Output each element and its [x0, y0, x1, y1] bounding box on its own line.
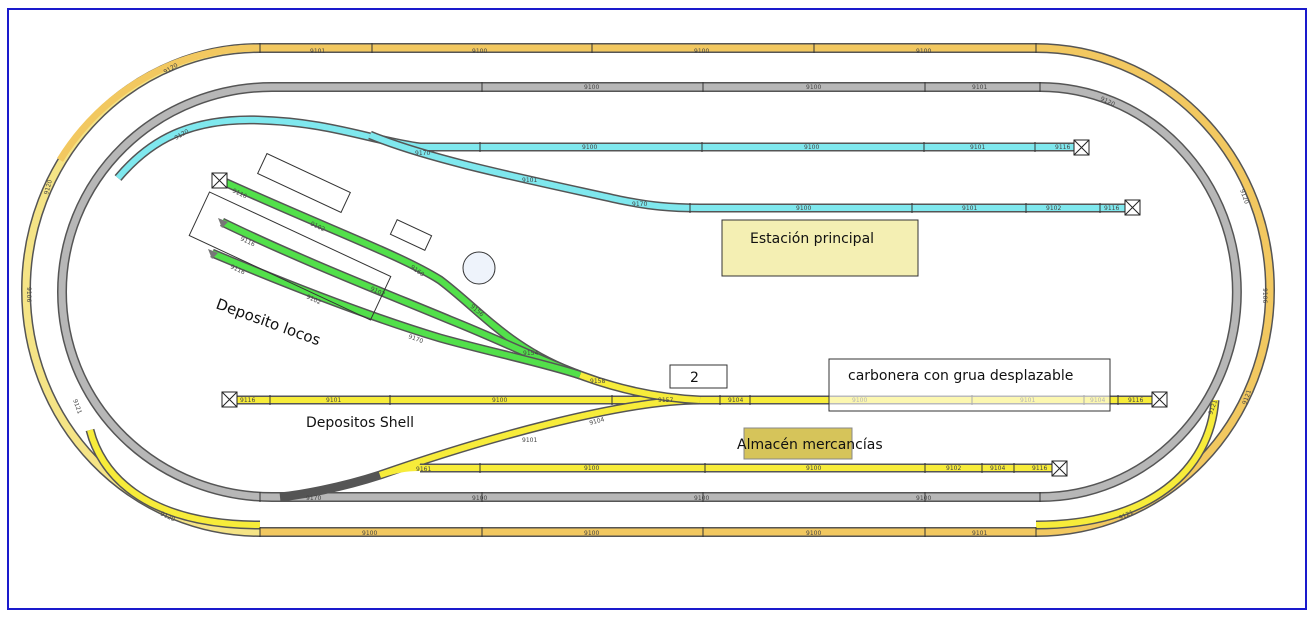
arrow-icon — [218, 218, 228, 228]
svg-text:9100: 9100 — [584, 84, 599, 91]
svg-text:9106: 9106 — [1261, 288, 1268, 303]
svg-text:9101: 9101 — [522, 437, 537, 444]
segment-joints — [259, 43, 1119, 537]
svg-text:9101: 9101 — [326, 397, 341, 404]
svg-text:9170: 9170 — [632, 201, 647, 208]
svg-text:9102: 9102 — [1046, 205, 1061, 212]
svg-text:9116: 9116 — [1128, 397, 1143, 404]
buffer-stop-icon — [1051, 460, 1068, 477]
depot-green-tracks[interactable] — [210, 175, 582, 380]
svg-text:9106: 9106 — [25, 287, 32, 302]
svg-text:9100: 9100 — [362, 530, 377, 537]
arrow-icon — [208, 249, 218, 259]
depot-shed-outline — [188, 191, 392, 321]
buffer-stop-icon — [1151, 391, 1168, 408]
svg-text:9104: 9104 — [990, 465, 1005, 472]
outer-inner-curves[interactable] — [85, 399, 1220, 530]
svg-text:9100: 9100 — [804, 144, 819, 151]
svg-text:9100: 9100 — [492, 397, 507, 404]
station-cyan-tracks[interactable] — [114, 115, 1125, 213]
svg-text:9116: 9116 — [240, 397, 255, 404]
svg-text:9170: 9170 — [407, 333, 424, 345]
svg-text:2: 2 — [690, 370, 699, 386]
marker-box: 2 — [669, 364, 728, 389]
svg-text:9116: 9116 — [1032, 465, 1047, 472]
almacen-label-box: Almacén mercancías — [737, 427, 883, 460]
depot-small-building — [389, 219, 433, 251]
structures — [188, 152, 496, 321]
svg-text:9100: 9100 — [806, 465, 821, 472]
inner-loop-track[interactable] — [57, 82, 1242, 502]
buffer-stop-icon — [221, 391, 238, 408]
carbonera-label-box: carbonera con grua desplazable — [828, 358, 1111, 412]
svg-text:9101: 9101 — [962, 205, 977, 212]
buffer-stop-icon — [211, 172, 228, 189]
svg-text:9120: 9120 — [43, 179, 54, 196]
svg-text:9100: 9100 — [806, 530, 821, 537]
svg-text:9170: 9170 — [415, 150, 430, 157]
svg-text:9104: 9104 — [589, 416, 606, 427]
svg-text:9100: 9100 — [796, 205, 811, 212]
water-tank — [462, 251, 496, 285]
svg-text:Almacén mercancías: Almacén mercancías — [737, 437, 883, 453]
depot-building — [256, 152, 352, 214]
svg-text:9100: 9100 — [584, 530, 599, 537]
svg-text:9154: 9154 — [523, 350, 538, 357]
svg-text:9100: 9100 — [584, 465, 599, 472]
svg-text:9100: 9100 — [694, 48, 709, 55]
svg-text:9101: 9101 — [972, 84, 987, 91]
svg-text:9100: 9100 — [582, 144, 597, 151]
station-label-box: Estación principal — [721, 219, 919, 277]
svg-text:9101: 9101 — [522, 177, 537, 184]
depositos-shell-label: Depositos Shell — [306, 415, 414, 431]
svg-text:9100: 9100 — [472, 48, 487, 55]
buffer-stop-icon — [1124, 199, 1141, 216]
yard-main-line[interactable] — [230, 370, 1160, 502]
svg-text:9100: 9100 — [916, 495, 931, 502]
svg-text:Estación principal: Estación principal — [750, 231, 874, 247]
svg-text:9121: 9121 — [1241, 389, 1253, 406]
svg-text:9116: 9116 — [1104, 205, 1119, 212]
svg-text:9100: 9100 — [472, 495, 487, 502]
plan-border — [7, 8, 1307, 610]
svg-text:9161: 9161 — [416, 466, 431, 473]
svg-text:9104: 9104 — [728, 397, 743, 404]
svg-text:9121: 9121 — [71, 398, 83, 415]
buffer-stops — [208, 139, 1168, 477]
svg-text:9100: 9100 — [916, 48, 931, 55]
svg-text:9158: 9158 — [590, 378, 605, 385]
svg-text:9101: 9101 — [970, 144, 985, 151]
svg-text:9100: 9100 — [694, 495, 709, 502]
svg-text:9100: 9100 — [806, 84, 821, 91]
buffer-stop-icon — [1073, 139, 1090, 156]
svg-text:9121: 9121 — [1207, 399, 1219, 416]
svg-text:9102: 9102 — [946, 465, 961, 472]
svg-text:9120: 9120 — [1238, 188, 1250, 205]
svg-text:9101: 9101 — [972, 530, 987, 537]
svg-text:9170: 9170 — [306, 495, 321, 502]
svg-text:9101: 9101 — [310, 48, 325, 55]
svg-text:9157: 9157 — [658, 397, 673, 404]
svg-text:carbonera con grua desplazable: carbonera con grua desplazable — [848, 368, 1073, 384]
deposito-locos-label: Deposito locos — [214, 295, 324, 350]
svg-text:9116: 9116 — [1055, 144, 1070, 151]
